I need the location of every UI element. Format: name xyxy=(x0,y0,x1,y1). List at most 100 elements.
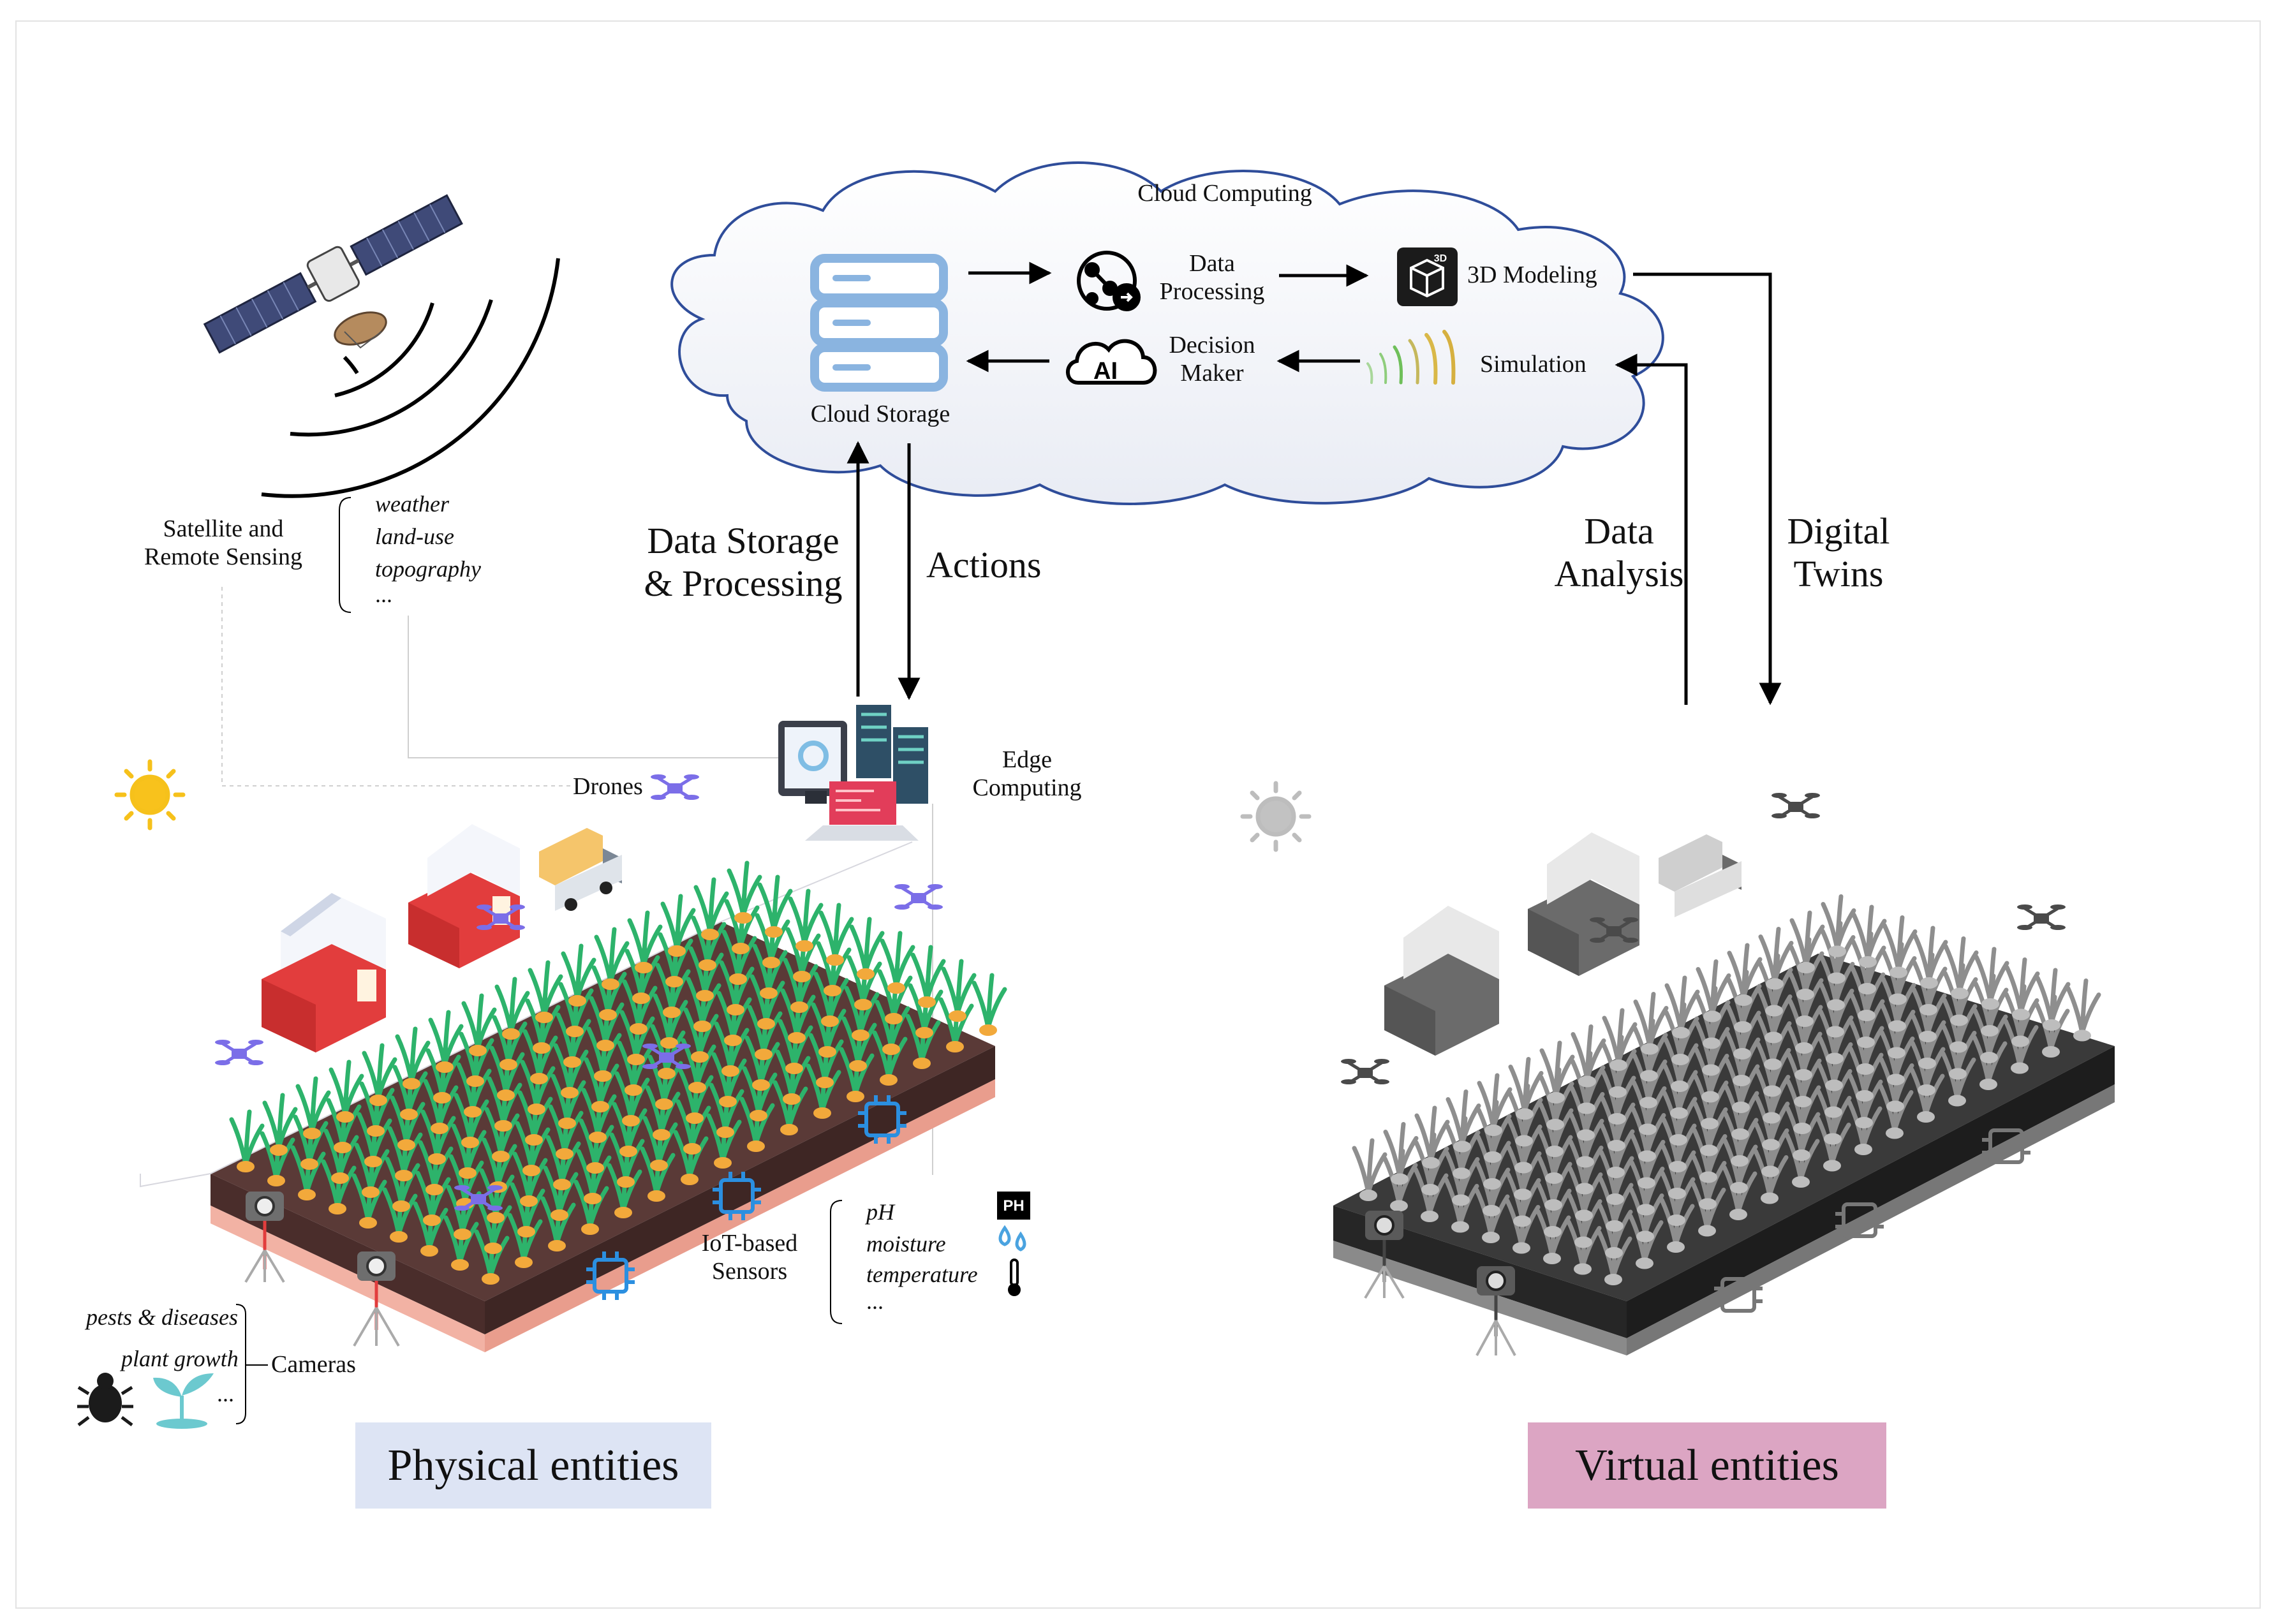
crop-bulb xyxy=(482,1273,499,1285)
crop-bulb xyxy=(1639,1123,1657,1135)
crop-bulb xyxy=(1763,1112,1780,1124)
crop-bulb xyxy=(1484,1151,1502,1163)
crop-plant xyxy=(818,903,854,960)
crop-bulb xyxy=(627,1054,645,1065)
physical-entities-label: Physical entities xyxy=(387,1440,679,1490)
crop-bulb xyxy=(1515,1135,1533,1147)
crop-bulb xyxy=(750,1110,767,1121)
crop-bulb xyxy=(1792,1176,1810,1188)
crop-bulb xyxy=(1453,1167,1470,1179)
crop-bulb xyxy=(1390,1200,1408,1212)
crop-bulb xyxy=(1857,1037,1875,1048)
crop-plant xyxy=(229,1109,265,1167)
camera-icon xyxy=(353,1251,400,1347)
crop-plant xyxy=(528,960,563,1017)
crop-bulb xyxy=(1980,1052,1998,1063)
edge-computing-label: Edge Computing xyxy=(972,746,1082,801)
crop-bulb xyxy=(1731,1155,1749,1167)
crop-bulb xyxy=(1609,1059,1627,1071)
crop-bulb xyxy=(436,1061,454,1073)
crop-bulb xyxy=(1734,994,1752,1006)
crop-bulb xyxy=(362,1186,380,1198)
crop-bulb xyxy=(1699,1171,1717,1183)
crop-bulb xyxy=(949,1010,966,1022)
crop-bulb xyxy=(732,943,750,954)
crop-bulb xyxy=(561,1087,579,1098)
crop-plant xyxy=(727,860,762,918)
crop-bulb xyxy=(556,1148,573,1160)
drones-label: Drones xyxy=(573,773,643,800)
crop-bulb xyxy=(1795,1042,1813,1054)
crop-bulb xyxy=(765,926,783,938)
crop-bulb xyxy=(267,1175,285,1186)
crop-bulb xyxy=(1513,1215,1531,1227)
crop-bulb xyxy=(1701,1118,1719,1130)
crop-bulb xyxy=(548,1240,566,1251)
drone-icon xyxy=(215,1040,263,1066)
crop-bulb xyxy=(854,999,872,1010)
crop-bulb xyxy=(630,1023,647,1035)
crop-plant xyxy=(693,877,729,934)
crop-bulb xyxy=(1574,1236,1592,1248)
crop-bulb xyxy=(1886,1127,1904,1139)
virtual-field xyxy=(1333,954,2115,1355)
crop-bulb xyxy=(824,985,841,996)
crop-bulb xyxy=(785,1063,803,1074)
crop-bulb xyxy=(487,1212,505,1223)
crop-bulb xyxy=(1919,1004,1937,1015)
crop-bulb xyxy=(1889,993,1907,1005)
crop-bulb xyxy=(1765,1005,1783,1017)
crop-bulb xyxy=(331,1172,349,1184)
sensor-item: moisture xyxy=(866,1231,946,1257)
crop-bulb xyxy=(517,1226,535,1237)
crop-bulb xyxy=(1639,1096,1657,1109)
data-processing-icon xyxy=(1077,251,1141,311)
crop-bulb xyxy=(522,1165,540,1176)
crop-bulb xyxy=(617,1176,635,1188)
crop-bulb xyxy=(525,1134,543,1146)
crop-bulb xyxy=(553,1179,571,1190)
crop-bulb xyxy=(979,1024,997,1036)
cloud-storage-icon xyxy=(810,254,948,392)
crop-bulb xyxy=(1668,1214,1685,1226)
crop-bulb xyxy=(1734,1021,1752,1033)
drone-icon xyxy=(2017,904,2066,931)
crop-plant xyxy=(594,927,630,984)
cloud-computing-title: Cloud Computing xyxy=(1137,180,1312,207)
iot-sensor-icon-virtual xyxy=(1835,1202,1884,1238)
crop-bulb xyxy=(1546,1119,1564,1130)
crop-bulb xyxy=(1919,1031,1937,1042)
crop-bulb xyxy=(1514,1188,1532,1200)
crop-bulb xyxy=(665,976,683,987)
crop-bulb xyxy=(428,1153,446,1165)
actions-label: Actions xyxy=(926,544,1042,586)
crop-plant xyxy=(627,910,663,968)
crop-bulb xyxy=(795,940,813,952)
crop-bulb xyxy=(721,1065,739,1077)
iot-sensors-label: IoT-based Sensors xyxy=(701,1230,798,1285)
crop-bulb xyxy=(1794,1096,1812,1107)
crop-bulb xyxy=(1979,1079,1997,1090)
crop-bulb xyxy=(614,1207,632,1218)
crop-bulb xyxy=(1513,1242,1530,1254)
crop-bulb xyxy=(1544,1199,1562,1211)
crop-bulb xyxy=(469,1045,487,1056)
crop-bulb xyxy=(1700,1144,1718,1156)
crop-bulb xyxy=(1482,1232,1500,1243)
physical-entities-badge: Physical entities xyxy=(355,1422,711,1509)
data-analysis-label: Data Analysis xyxy=(1554,510,1684,594)
crop-bulb xyxy=(1762,1139,1780,1151)
crop-bulb xyxy=(1732,1102,1750,1113)
crop-bulb xyxy=(1856,1063,1874,1075)
crop-bulb xyxy=(647,1190,665,1202)
crop-bulb xyxy=(1828,945,1846,957)
crop-bulb xyxy=(1825,1079,1843,1091)
crop-bulb xyxy=(1701,1091,1719,1103)
crop-bulb xyxy=(425,1184,443,1195)
crop-bulb xyxy=(400,1109,418,1120)
crop-bulb xyxy=(563,1056,581,1068)
crop-bulb xyxy=(367,1125,385,1137)
barn-icon xyxy=(408,824,520,968)
crop-bulb xyxy=(1763,1085,1781,1097)
